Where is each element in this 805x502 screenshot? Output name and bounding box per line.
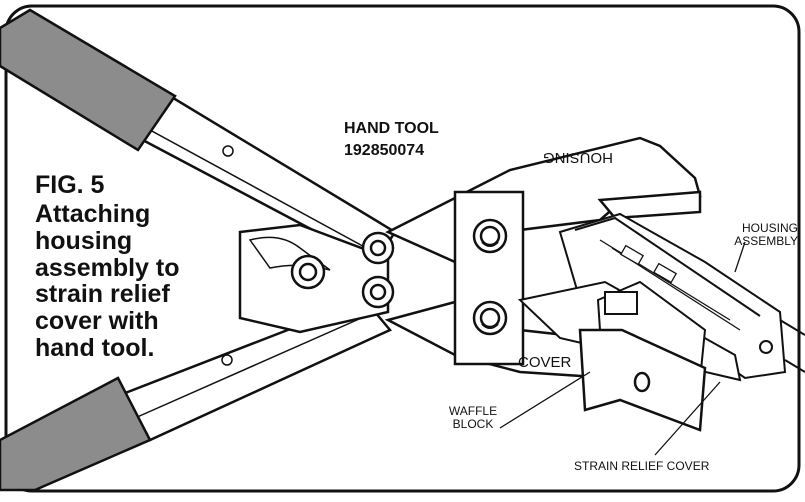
strain-relief-cover-label: STRAIN RELIEF COVER: [574, 459, 710, 473]
lower-grip: [0, 354, 233, 492]
pivot-body: [238, 223, 395, 334]
figure-caption: Attaching housing assembly to strain rel…: [35, 200, 180, 362]
housing-assembly-label: HOUSING ASSEMBLY: [734, 221, 798, 248]
tool-name: HAND TOOL: [344, 120, 439, 137]
upper-grip: [0, 8, 234, 157]
waffle-block-label: WAFFLE BLOCK: [448, 404, 498, 431]
figure-number: FIG. 5: [35, 171, 105, 199]
die-block: [453, 190, 525, 366]
waffle-block: [578, 328, 707, 432]
cover-label: COVER: [518, 354, 572, 371]
leader-lines: [499, 241, 746, 456]
tool-part-number: 192850074: [344, 142, 425, 159]
housing-label: HOUSING: [543, 148, 614, 166]
